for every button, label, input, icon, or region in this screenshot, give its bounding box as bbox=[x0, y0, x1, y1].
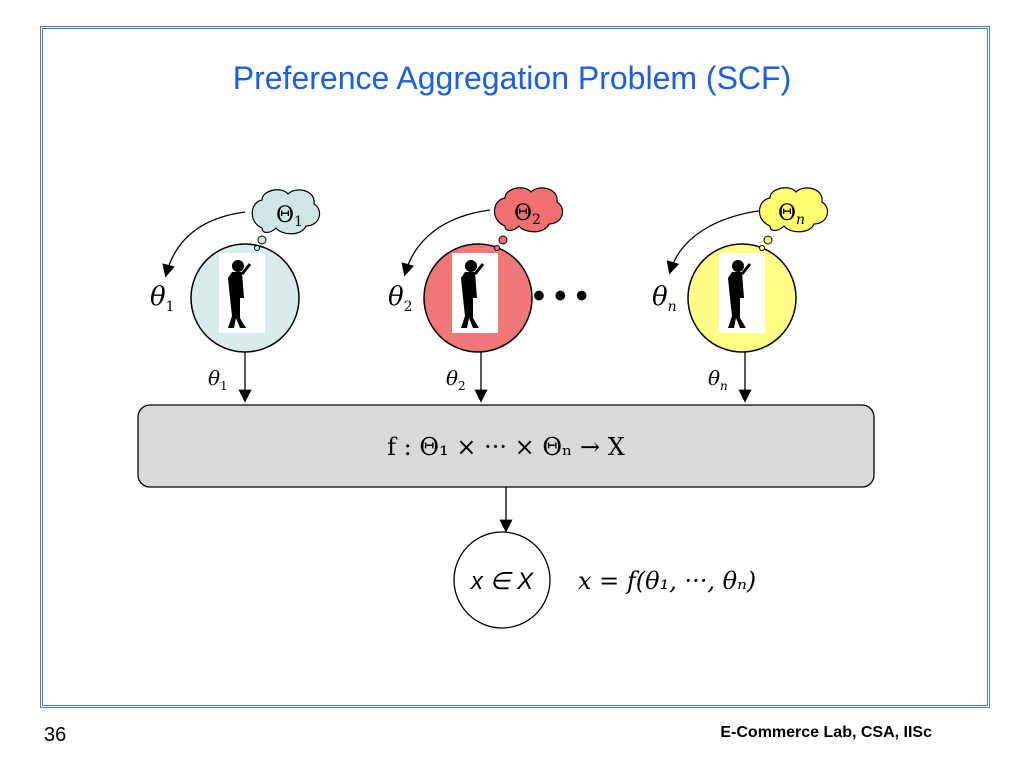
outcome-circle bbox=[453, 531, 551, 629]
thought-bubble-2a bbox=[498, 235, 508, 245]
thought-label-2: Θ2 bbox=[514, 201, 541, 228]
slide-frame bbox=[40, 26, 990, 708]
footer-text: E-Commerce Lab, CSA, IISc bbox=[720, 724, 932, 741]
arrow-label-2: θ2 bbox=[446, 366, 466, 393]
thought-bubble-2b bbox=[494, 245, 500, 251]
ellipsis-dots: • • • bbox=[533, 277, 588, 315]
slide-title: Preference Aggregation Problem (SCF) bbox=[232, 60, 792, 96]
curved-arrow-n bbox=[666, 209, 766, 275]
curved-arrow-2 bbox=[401, 209, 491, 277]
agent-2: Θ2 θ2 θ2 bbox=[388, 187, 564, 403]
slide-number: 36 bbox=[44, 724, 67, 746]
thought-label-1: Θ1 bbox=[276, 203, 303, 230]
type-label-n: θn bbox=[652, 282, 677, 315]
thinking-person-icon bbox=[728, 260, 752, 328]
function-definition: f : Θ₁ × ··· × Θₙ → X bbox=[387, 433, 625, 461]
arrow-label-1: θ1 bbox=[208, 366, 228, 393]
thought-bubble-na bbox=[763, 235, 773, 245]
thought-bubble-1a bbox=[257, 235, 267, 245]
thinking-person-icon bbox=[228, 260, 252, 328]
thought-label-n: Θn bbox=[778, 201, 805, 228]
outcome-label: x ∈ X bbox=[470, 568, 534, 595]
outcome-equation: x = f(θ₁, ···, θₙ) bbox=[578, 567, 756, 595]
thought-bubble-nb bbox=[759, 245, 765, 251]
agent-1: Θ1 θ1 θ1 bbox=[150, 189, 321, 403]
thought-cloud-n bbox=[758, 187, 829, 233]
arrow-label-n: θn bbox=[708, 366, 728, 393]
type-label-1: θ1 bbox=[150, 282, 175, 315]
agent-n: Θn θn θn bbox=[652, 187, 829, 403]
thinking-person-icon bbox=[461, 260, 485, 328]
thought-bubble-1b bbox=[254, 245, 260, 251]
thought-cloud-1 bbox=[251, 189, 321, 235]
curved-arrow-1 bbox=[162, 211, 246, 278]
type-label-2: θ2 bbox=[388, 282, 413, 315]
thought-cloud-2 bbox=[493, 187, 564, 233]
